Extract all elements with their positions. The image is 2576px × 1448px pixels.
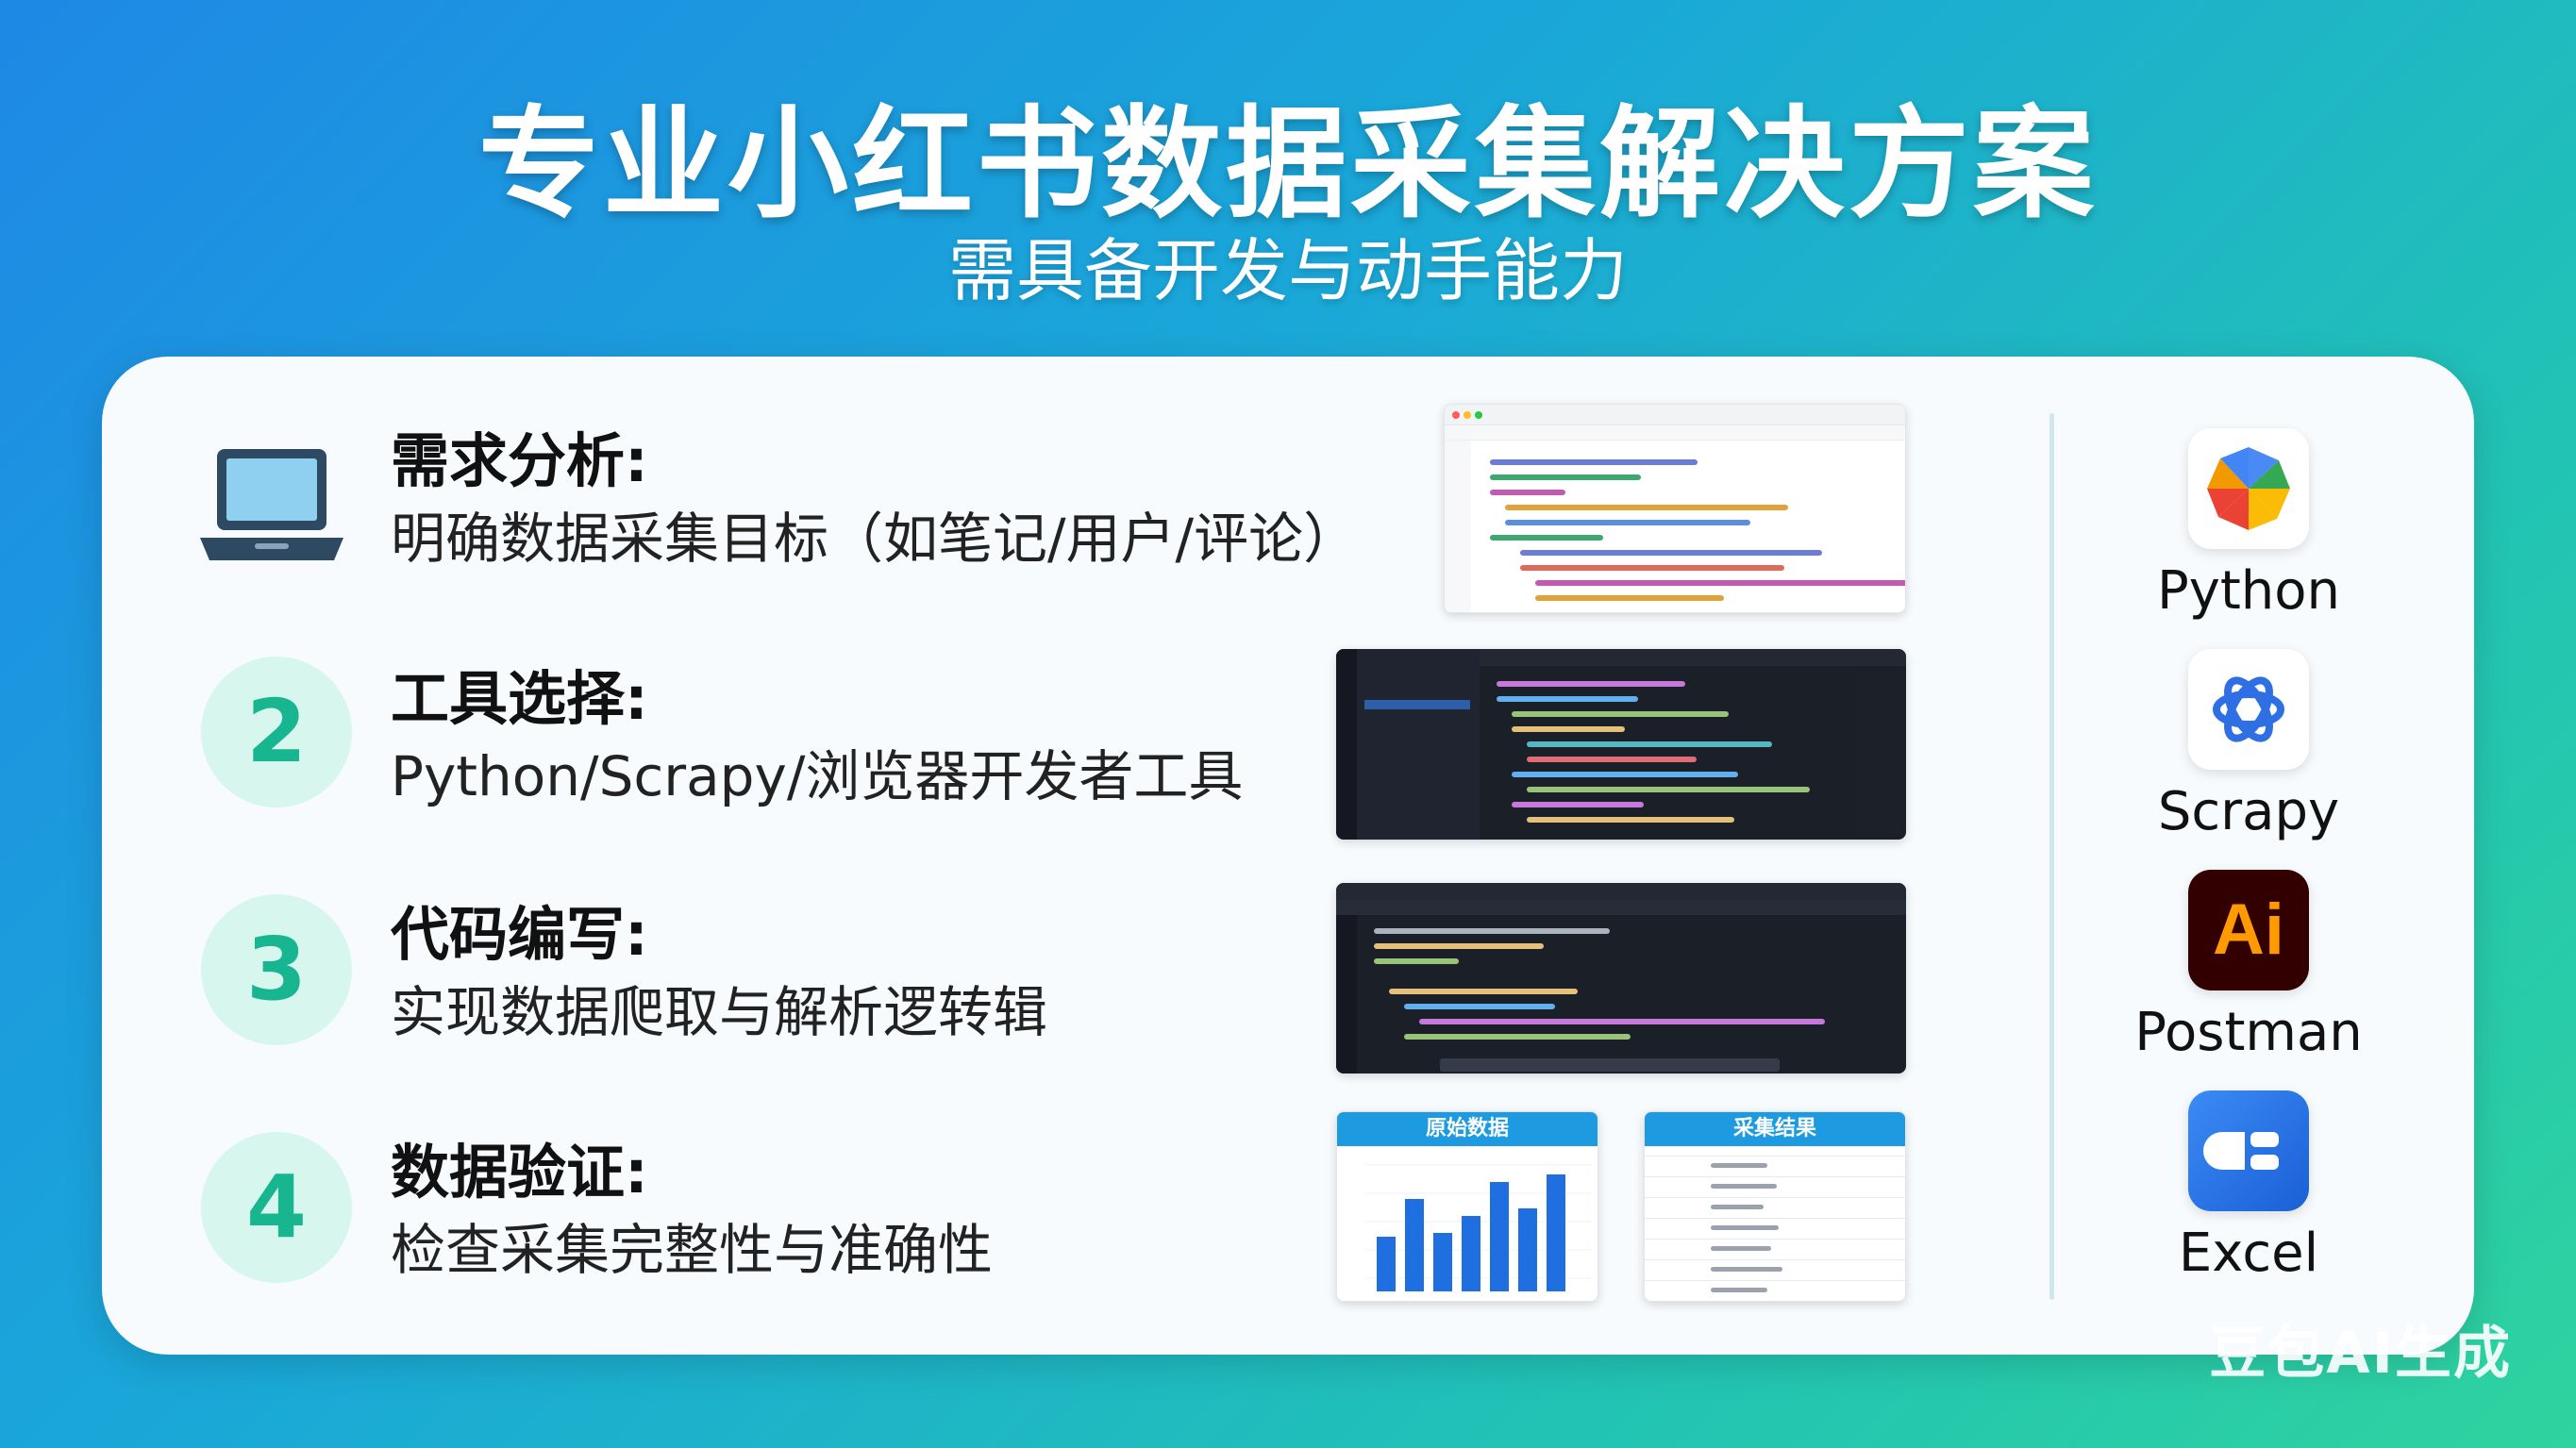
adobe-illustrator-icon: Ai: [2188, 870, 2309, 990]
step-badge-4: 4: [201, 1132, 352, 1283]
step-badge-2: 2: [201, 657, 352, 807]
step-title-code: 代码编写:: [391, 900, 648, 969]
raw-data-panel-title: 原始数据: [1337, 1112, 1597, 1146]
step-title-requirement: 需求分析:: [391, 426, 648, 495]
tool-python: Python: [2126, 428, 2371, 622]
step-badge-3: 3: [201, 894, 352, 1045]
photos-pinwheel-icon: [2188, 428, 2309, 549]
excel-icon: [2188, 1090, 2309, 1211]
raw-data-bar-chart: [1365, 1164, 1592, 1291]
code-editor-dark-screenshot: [1336, 649, 1906, 840]
tool-scrapy: Scrapy: [2126, 649, 2371, 842]
laptop-icon: [200, 449, 343, 560]
step-desc-code: 实现数据爬取与解析逻转辑: [391, 980, 1048, 1044]
result-panel-title: 采集结果: [1645, 1112, 1905, 1146]
raw-data-panel: 原始数据: [1336, 1111, 1598, 1302]
tool-excel: Excel: [2126, 1090, 2371, 1284]
tool-label-excel: Excel: [2178, 1223, 2319, 1284]
step-desc-tools: Python/Scrapy/浏览器开发者工具: [391, 744, 1244, 808]
step-title-tools: 工具选择:: [391, 664, 648, 733]
openai-knot-icon: [2188, 649, 2309, 770]
page-subtitle: 需具备开发与动手能力: [947, 231, 1628, 310]
tool-label-python: Python: [2156, 560, 2341, 622]
step-desc-validate: 检查采集完整性与准确性: [391, 1218, 994, 1282]
tool-label-scrapy: Scrapy: [2157, 781, 2340, 842]
tool-label-postman: Postman: [2134, 1002, 2363, 1063]
tool-postman: Ai Postman: [2126, 870, 2371, 1063]
watermark: 豆包AI生成: [2209, 1321, 2512, 1387]
result-panel: 采集结果: [1644, 1111, 1906, 1302]
divider: [2049, 413, 2054, 1300]
page-title: 专业小红书数据采集解决方案: [477, 94, 2098, 235]
code-editor-light-screenshot: [1444, 404, 1906, 613]
code-editor-dark-screenshot-2: [1336, 883, 1906, 1074]
step-desc-requirement: 明确数据采集目标（如笔记/用户/评论）: [391, 507, 1359, 571]
content-card: 需求分析: 明确数据采集目标（如笔记/用户/评论） 2 工具选择: Python…: [102, 357, 2474, 1355]
step-title-validate: 数据验证:: [391, 1138, 648, 1207]
